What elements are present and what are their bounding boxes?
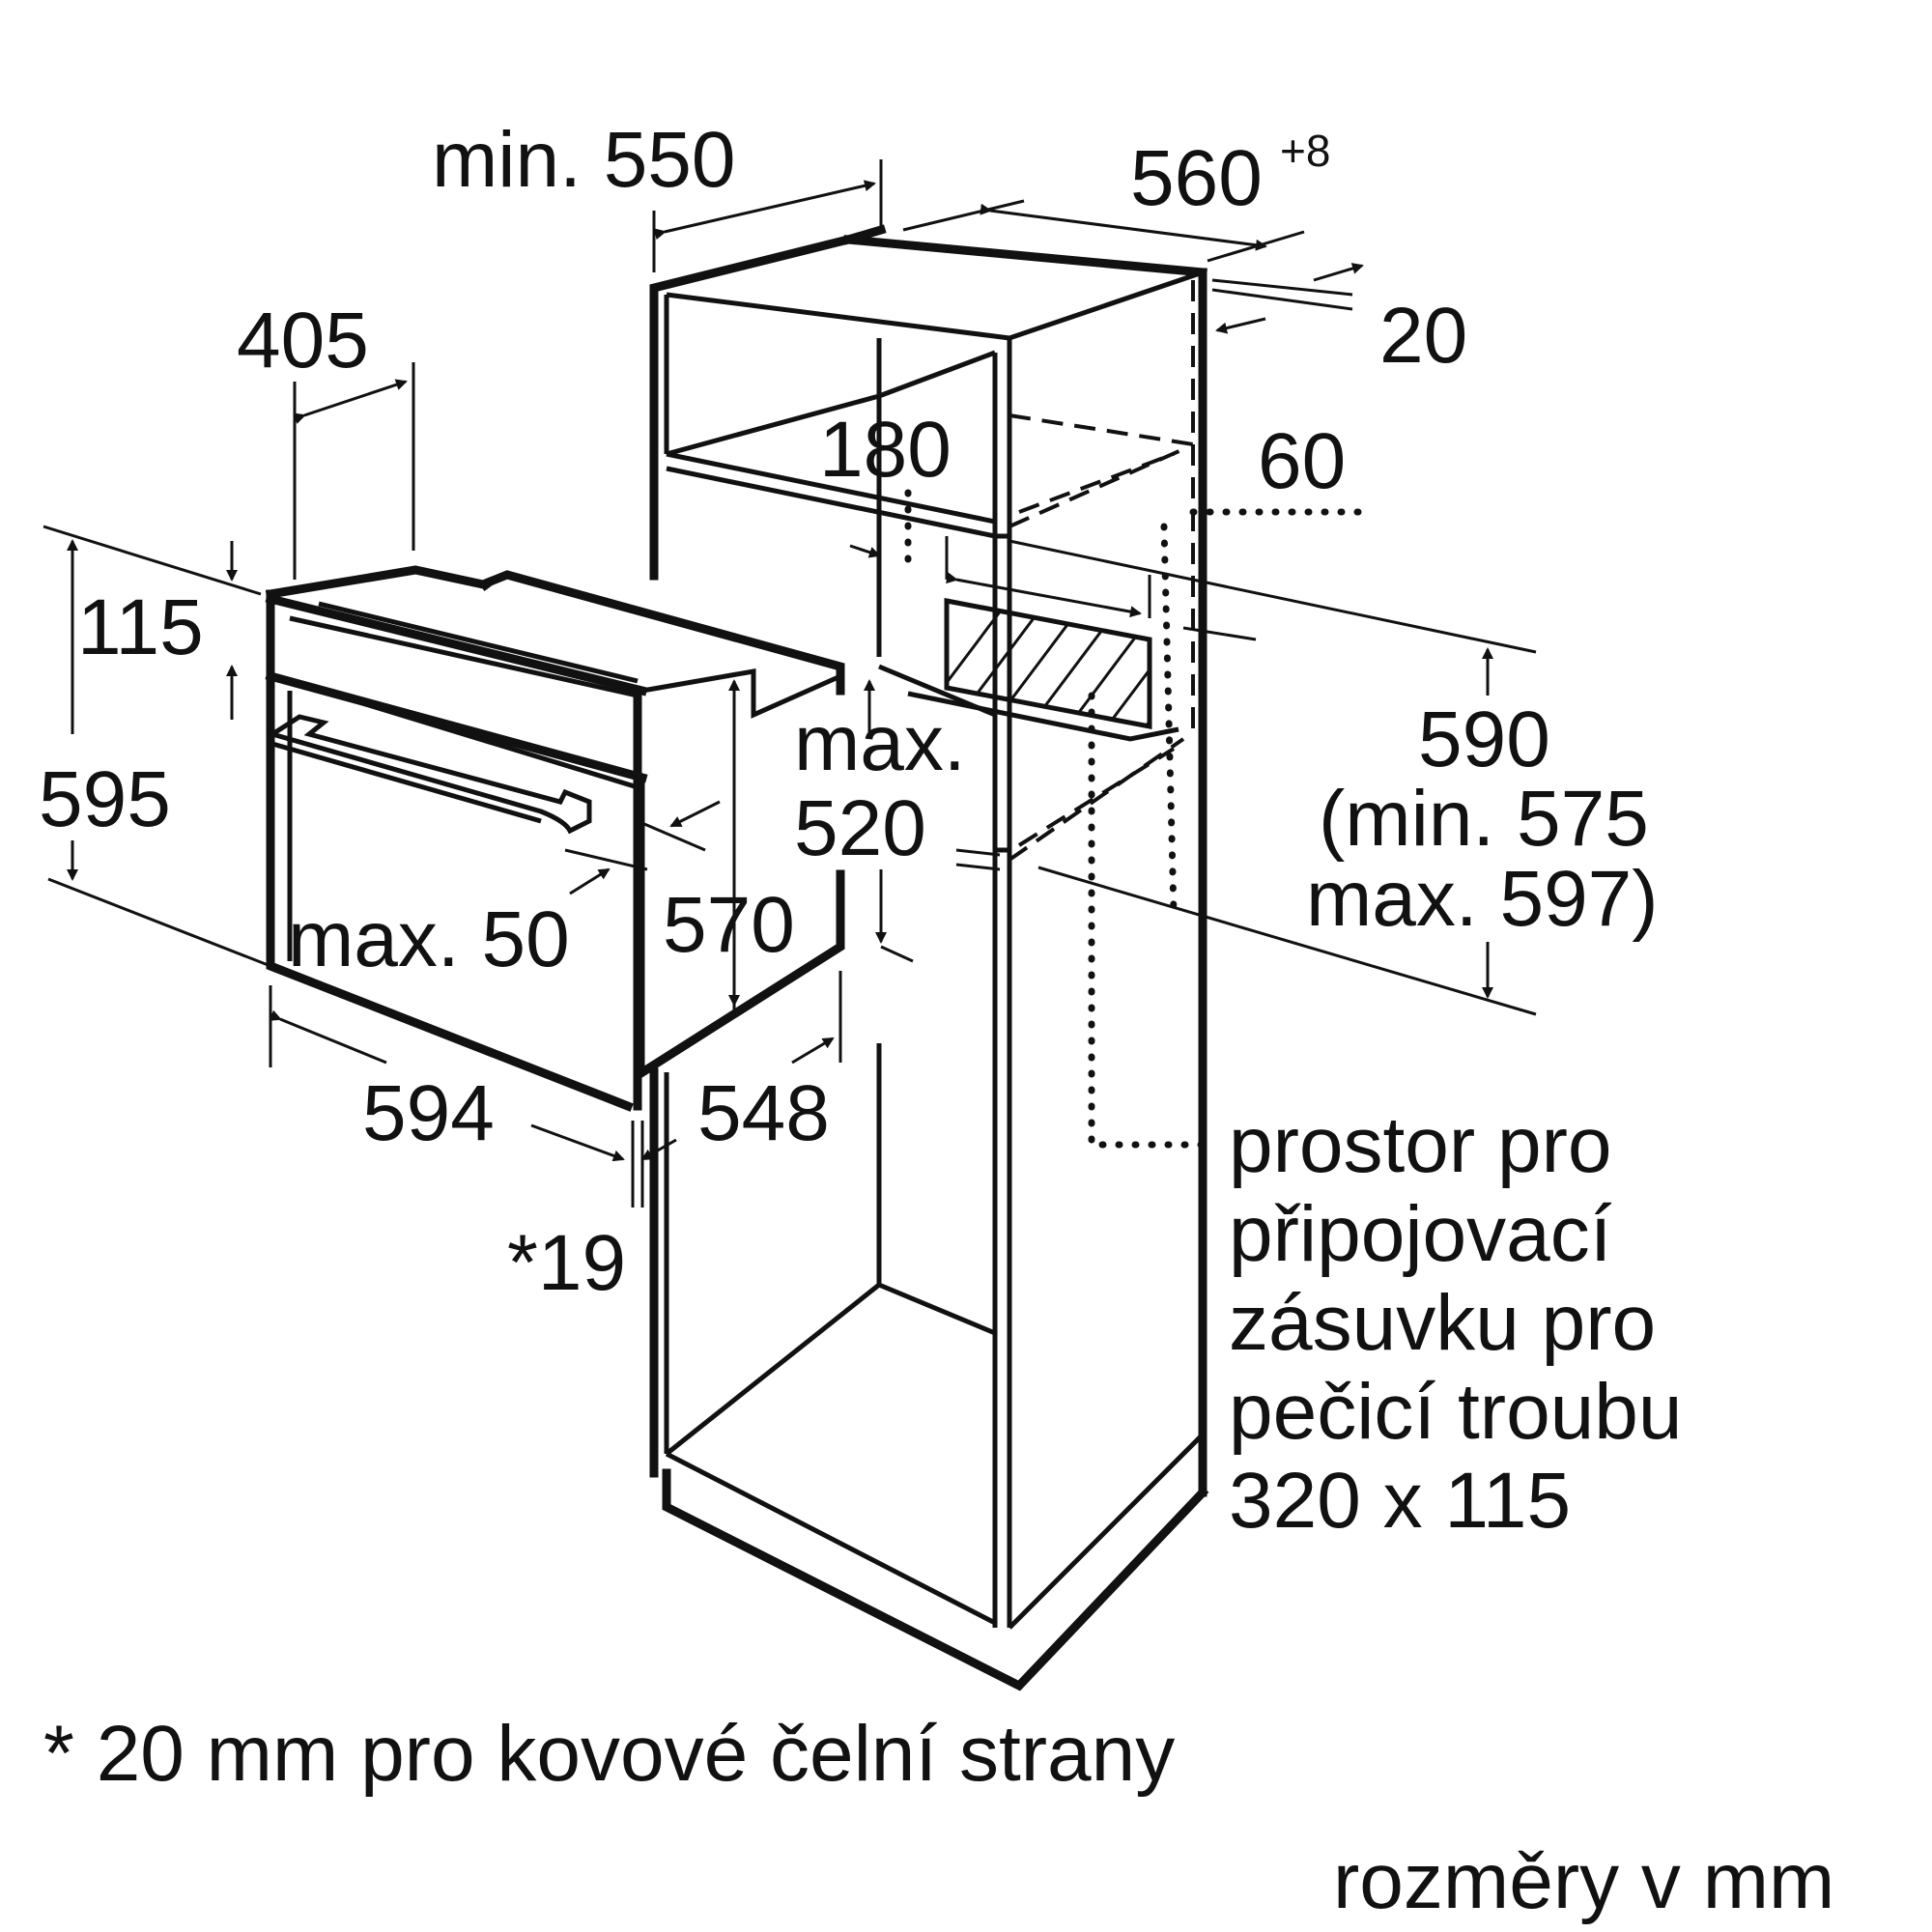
label-max-597: max. 597) — [1306, 855, 1659, 943]
socket-space-note: prostor pro připojovací zásuvku pro peči… — [1229, 1101, 1683, 1545]
cabinet-hidden-lines — [1008, 280, 1195, 862]
label-590: 590 — [1418, 696, 1550, 783]
label-560: 560 — [1130, 134, 1263, 222]
label-595: 595 — [39, 755, 171, 843]
label-max-520-line2: 520 — [794, 784, 926, 872]
socket-note-line4: pečicí troubu — [1229, 1368, 1683, 1456]
label-570: 570 — [663, 881, 795, 969]
label-405: 405 — [237, 297, 369, 384]
label-max-50: max. 50 — [288, 895, 570, 983]
label-560-tolerance: +8 — [1280, 126, 1330, 176]
label-min-575: (min. 575 — [1319, 775, 1649, 863]
cabinet-outline — [649, 224, 1209, 1691]
dimension-labels: min. 550 560 +8 20 405 180 60 115 595 ma… — [39, 116, 1659, 1307]
units-note: rozměry v mm — [1333, 1837, 1834, 1925]
label-min-550: min. 550 — [432, 116, 736, 204]
label-594: 594 — [362, 1069, 495, 1157]
socket-note-line1: prostor pro — [1229, 1101, 1612, 1189]
socket-note-line2: připojovací — [1229, 1190, 1612, 1278]
label-19: *19 — [507, 1219, 626, 1307]
footnote: * 20 mm pro kovové čelní strany — [43, 1710, 1175, 1798]
label-max-520-line1: max. — [794, 699, 966, 787]
label-20: 20 — [1379, 292, 1467, 380]
label-548: 548 — [697, 1069, 830, 1157]
oven-handle — [267, 714, 592, 835]
socket-note-line5: 320 x 115 — [1229, 1457, 1571, 1545]
socket-leader — [904, 489, 1376, 1149]
oven-outline — [265, 565, 845, 1112]
label-60: 60 — [1258, 417, 1346, 505]
socket-note-line3: zásuvku pro — [1229, 1279, 1656, 1367]
label-115: 115 — [77, 583, 204, 671]
label-180: 180 — [819, 406, 952, 494]
dimension-lines — [43, 159, 1537, 1208]
